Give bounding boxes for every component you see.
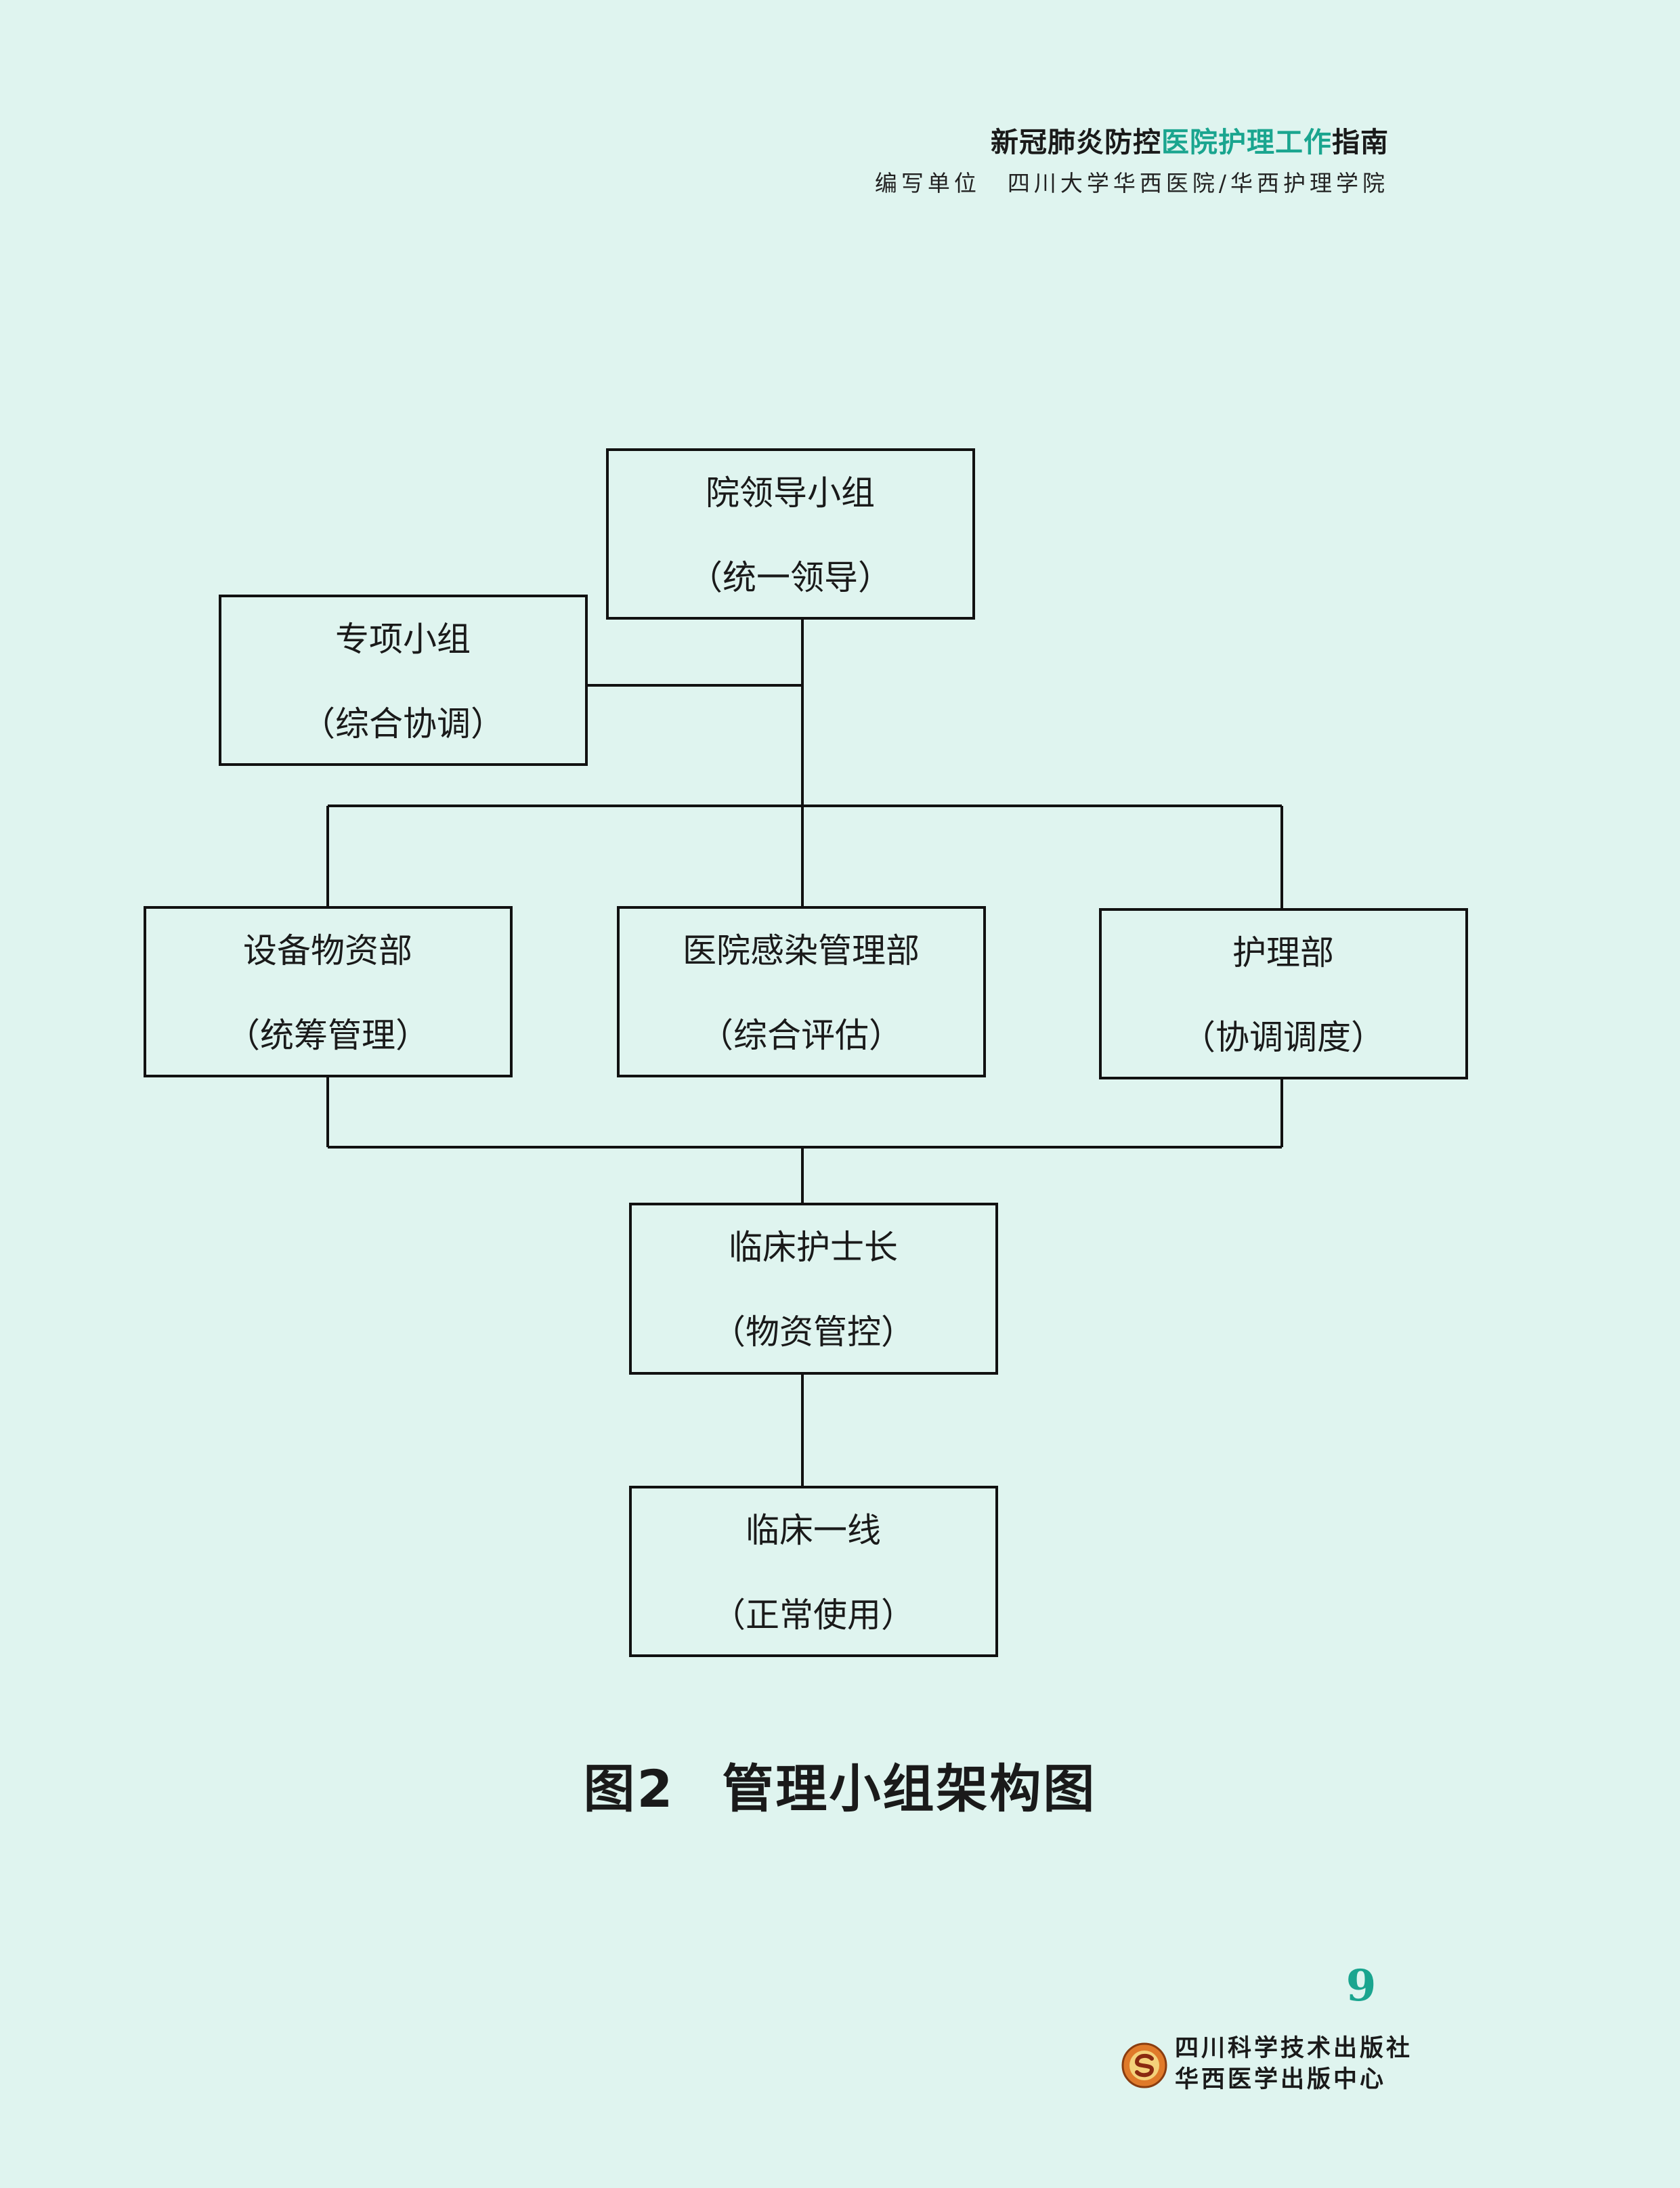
node-frontline-title: 临床一线 — [746, 1511, 881, 1550]
header-subtitle-org: 四川大学华西医院/华西护理学院 — [1007, 170, 1389, 196]
node-frontline-subtitle: （正常使用） — [712, 1595, 915, 1635]
publisher-name: 四川科学技术出版社 华西医学出版中心 — [1175, 2033, 1413, 2095]
node-nursing-title: 护理部 — [1232, 933, 1334, 972]
node-equipment: 设备物资部 （统筹管理） — [144, 906, 513, 1077]
publisher-line-2: 华西医学出版中心 — [1175, 2066, 1387, 2093]
node-nursing: 护理部 （协调调度） — [1099, 908, 1468, 1079]
node-special-subtitle: （综合协调） — [301, 704, 504, 744]
publisher-line-1: 四川科学技术出版社 — [1175, 2035, 1413, 2062]
figure-caption: 图2 管理小组架构图 — [0, 1747, 1680, 1822]
node-headnurse-title: 临床护士长 — [729, 1228, 898, 1267]
node-leadership: 院领导小组 （统一领导） — [606, 448, 975, 620]
node-special-title: 专项小组 — [335, 620, 471, 659]
node-infection-subtitle: （综合评估） — [699, 1016, 903, 1055]
figure-label: 图2 — [583, 1759, 675, 1819]
node-leadership-subtitle: （统一领导） — [689, 558, 892, 597]
node-frontline: 临床一线 （正常使用） — [629, 1486, 998, 1657]
node-headnurse-subtitle: （物资管控） — [712, 1312, 915, 1352]
node-equipment-title: 设备物资部 — [243, 931, 412, 970]
figure-title: 管理小组架构图 — [722, 1759, 1097, 1819]
node-nursing-subtitle: （协调调度） — [1182, 1018, 1385, 1057]
publisher-logo-icon — [1121, 2042, 1167, 2088]
node-equipment-subtitle: （统筹管理） — [226, 1016, 429, 1055]
header-title-prefix: 新冠肺炎防控 — [991, 126, 1161, 158]
page-number: 9 — [1345, 1960, 1377, 2011]
node-infection-title: 医院感染管理部 — [683, 931, 920, 970]
header-subtitle-label: 编写单位 — [874, 170, 981, 196]
node-headnurse: 临床护士长 （物资管控） — [629, 1203, 998, 1375]
header-title-accent: 医院护理工作 — [1161, 126, 1332, 158]
header-subtitle: 编写单位四川大学华西医院/华西护理学院 — [875, 165, 1389, 198]
node-infection: 医院感染管理部 （综合评估） — [617, 906, 986, 1077]
header-title-suffix: 指南 — [1332, 126, 1389, 158]
node-special: 专项小组 （综合协调） — [219, 595, 588, 766]
node-leadership-title: 院领导小组 — [706, 473, 875, 513]
connectors — [326, 618, 1283, 1487]
header-title: 新冠肺炎防控医院护理工作指南 — [991, 119, 1389, 160]
